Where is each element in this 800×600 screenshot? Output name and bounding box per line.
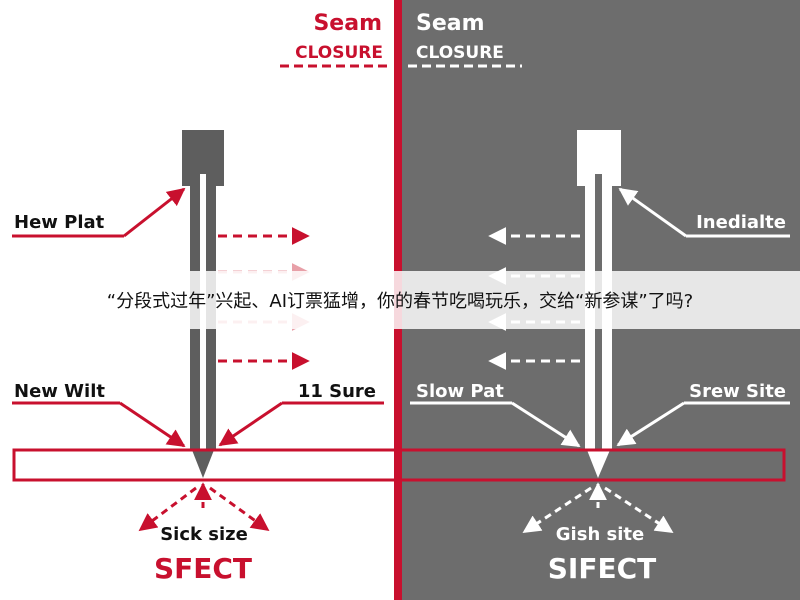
right-label-mid-right: Srew Site: [689, 381, 786, 402]
left-label-mid-left: New Wilt: [14, 381, 105, 402]
left-label-top-arrow: [123, 187, 186, 238]
right-label-mid-left-arrow: [511, 401, 581, 448]
right-label-bottom: Gish site: [556, 524, 644, 545]
right-bottom-arrow-left: [522, 486, 592, 534]
caption-banner: “分段式过年”兴起、AI订票猛增，你的春节吃喝玩乐，交给“新参谋”了吗?: [0, 271, 800, 329]
left-title-line1: Seam: [313, 11, 382, 36]
seam-band: [12, 448, 786, 482]
left-label-mid-right-arrow: [218, 401, 283, 447]
right-result: SIFECT: [548, 552, 657, 585]
right-label-top-arrow: [618, 187, 687, 238]
right-title-line2: CLOSURE: [416, 43, 504, 63]
right-bottom-arrow-right: [604, 486, 674, 534]
left-result: SFECT: [154, 552, 252, 585]
left-label-bottom: Sick size: [160, 524, 248, 545]
left-label-top: Hew Plat: [14, 212, 105, 233]
left-title-line2: CLOSURE: [295, 43, 383, 63]
right-post-tip: [587, 450, 610, 478]
caption-text: “分段式过年”兴起、AI订票猛增，你的春节吃喝玩乐，交给“新参谋”了吗?: [106, 291, 694, 312]
right-label-top: Inedialte: [696, 212, 786, 233]
right-label-mid-right-arrow: [616, 401, 685, 447]
right-title-line1: Seam: [416, 11, 485, 36]
right-label-mid-left: Slow Pat: [416, 381, 504, 402]
left-label-mid-left-arrow: [119, 401, 186, 448]
left-label-mid-right: 11 Sure: [298, 381, 376, 402]
left-post-tip: [192, 450, 214, 478]
